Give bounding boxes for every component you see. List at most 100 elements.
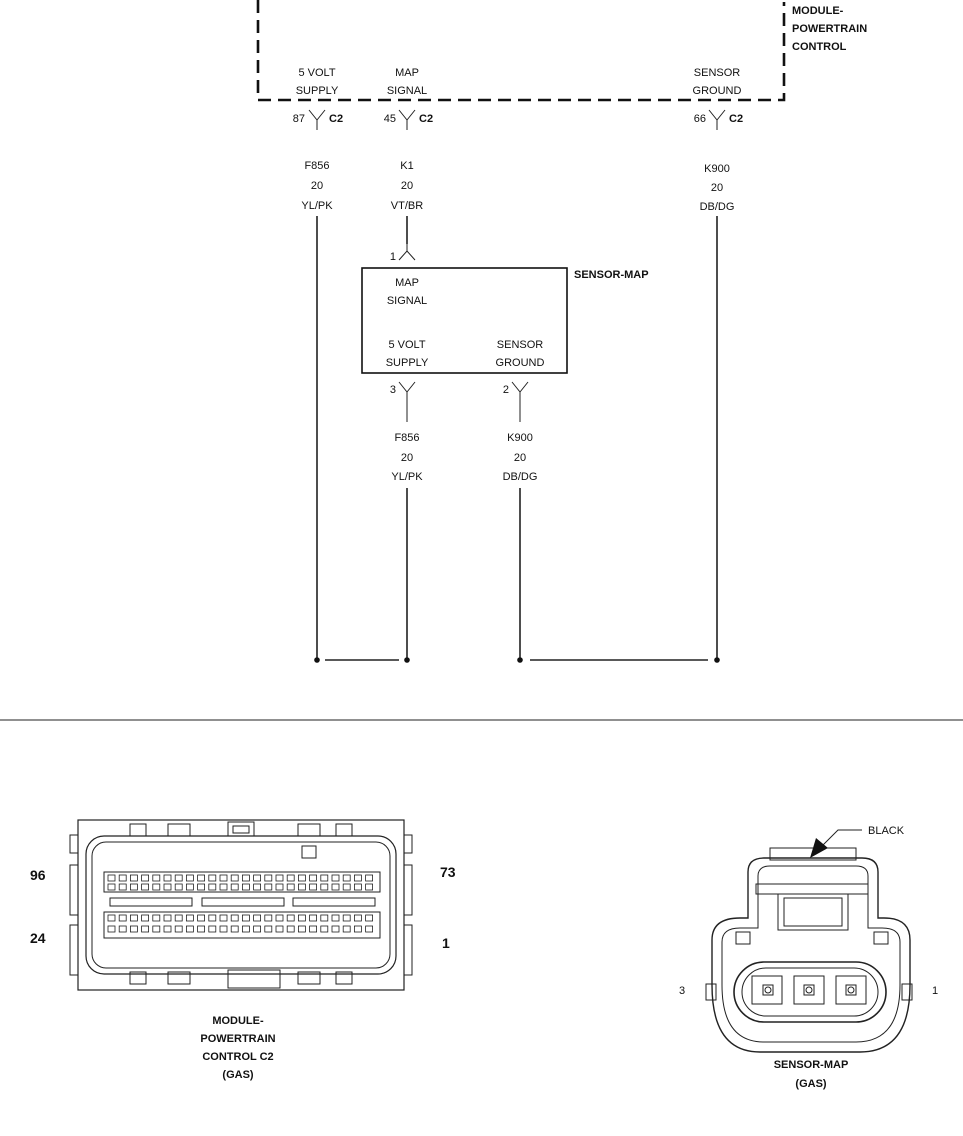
splice-dot (517, 657, 523, 663)
wire-k1-gauge: 20 (401, 180, 413, 192)
pcm-terminal-cavity (353, 874, 362, 882)
sensor-supply-label-1: 5 VOLT (388, 339, 425, 351)
pcm-terminal-cavity (264, 883, 273, 891)
sensor-wire-f856-gauge: 20 (401, 452, 413, 464)
map-connector-view (705, 847, 913, 1053)
pcm-terminal-cavity (353, 914, 362, 922)
pcm-terminal-cavity (365, 883, 374, 891)
sensor-ground-label-2: GROUND (496, 357, 545, 369)
wire-f856-color: YL/PK (301, 200, 333, 212)
pcm-pin-87-number: 87 (293, 113, 305, 125)
pcm-terminal-cavity (297, 914, 306, 922)
pcm-terminal-cavity (286, 925, 295, 933)
pcm-terminal-cavity (163, 925, 172, 933)
pcm-terminal-cavity (174, 883, 183, 891)
pcm-terminal-cavity (107, 874, 116, 882)
pcm-terminal-cavity (241, 925, 250, 933)
sensor-pin-1-number: 1 (390, 251, 396, 263)
pcm-terminal-cavity (129, 874, 138, 882)
pcm-terminal-cavity (208, 914, 217, 922)
pcm-terminal-cavity (253, 874, 262, 882)
pcm-pin-label-ground-2: GROUND (693, 85, 742, 97)
pcm-terminal-cavity (197, 883, 206, 891)
map-connector-color-label: BLACK (868, 825, 905, 837)
pcm-terminal-cavity (129, 883, 138, 891)
pcm-module-outline (256, 0, 786, 102)
pcm-terminal-cavity (331, 914, 340, 922)
pcm-terminal-cavity (309, 874, 318, 882)
pcm-pin-66-number: 66 (694, 113, 706, 125)
pcm-terminal-cavity (230, 914, 239, 922)
pcm-terminal-cavity (163, 914, 172, 922)
sensor-pin-3-number: 3 (390, 384, 396, 396)
pcm-pin-label-signal-1: MAP (395, 67, 419, 79)
pcm-terminal-cavity (197, 925, 206, 933)
pcm-terminal-cavity (320, 883, 329, 891)
pcm-pin-45-number: 45 (384, 113, 396, 125)
pcm-terminal-cavity (253, 914, 262, 922)
pcm-terminal-cavity (342, 883, 351, 891)
pcm-pin-label-ground-1: SENSOR (694, 67, 741, 79)
pcm-terminal-cavity (185, 874, 194, 882)
pcm-terminal-cavity (297, 883, 306, 891)
pcm-terminal-cavity (219, 874, 228, 882)
pcm-terminal-cavity (309, 914, 318, 922)
pcm-terminal-cavity (320, 925, 329, 933)
pcm-terminal-cavity (241, 874, 250, 882)
pcm-terminal-cavity (331, 925, 340, 933)
pcm-c2-caption-2: POWERTRAIN (200, 1033, 275, 1045)
pcm-pin-label-signal-2: SIGNAL (387, 85, 427, 97)
pcm-terminal-cavity (118, 883, 127, 891)
pcm-c2-pin-24: 24 (30, 930, 46, 946)
pcm-c2-caption-1: MODULE- (212, 1015, 264, 1027)
pcm-terminal-cavity (107, 925, 116, 933)
pcm-terminal-cavity (118, 874, 127, 882)
pcm-terminal-cavity (208, 874, 217, 882)
pcm-terminal-cavity (197, 914, 206, 922)
pcm-terminal-cavity (365, 874, 374, 882)
pcm-terminal-cavity (286, 914, 295, 922)
pcm-title-line-3: CONTROL (792, 41, 847, 53)
wire-k900-circuit: K900 (704, 163, 730, 175)
sensor-wire-k900-gauge: 20 (514, 452, 526, 464)
sensor-wire-k900-circuit: K900 (507, 432, 533, 444)
pcm-terminal-cavity (152, 914, 161, 922)
sensor-supply-label-2: SUPPLY (386, 357, 429, 369)
wire-k1-color: VT/BR (391, 200, 423, 212)
pcm-terminal-cavity (129, 914, 138, 922)
pcm-pin-66: 66 C2 (694, 109, 743, 130)
pcm-terminal-cavity (185, 914, 194, 922)
sensor-wire-f856-circuit: F856 (394, 432, 419, 444)
pcm-terminal-cavity (309, 883, 318, 891)
sensor-pin-1: 1 (390, 244, 416, 263)
pcm-terminal-cavity (253, 883, 262, 891)
pcm-terminal-cavity (331, 883, 340, 891)
pcm-c2-pin-73: 73 (440, 864, 456, 880)
sensor-pin-3: 3 (390, 381, 416, 422)
pcm-pin-label-supply-1: 5 VOLT (298, 67, 335, 79)
pcm-pin-66-connector: C2 (729, 113, 743, 125)
pcm-terminal-cavity (275, 874, 284, 882)
pcm-terminal-cavity (353, 925, 362, 933)
pcm-c2-connector-view (69, 819, 413, 991)
map-connector-pin-3: 3 (679, 985, 685, 997)
map-connector-caption-1: SENSOR-MAP (774, 1059, 849, 1071)
pcm-title-line-1: MODULE- (792, 5, 844, 17)
splice-dot (714, 657, 720, 663)
sensor-map-box (361, 267, 568, 374)
wire-f856-circuit: F856 (304, 160, 329, 172)
pcm-pin-label-supply-2: SUPPLY (296, 85, 339, 97)
pcm-terminal-cavity (241, 914, 250, 922)
pcm-terminal-cavity (197, 874, 206, 882)
pcm-terminal-cavity (342, 914, 351, 922)
pcm-pin-45-connector: C2 (419, 113, 433, 125)
pcm-terminal-cavity (219, 914, 228, 922)
map-connector-caption-2: (GAS) (795, 1078, 827, 1090)
pcm-terminal-cavity (353, 883, 362, 891)
pcm-terminal-cavity (141, 914, 150, 922)
sensor-signal-label-2: SIGNAL (387, 295, 427, 307)
splice-dot (314, 657, 320, 663)
pcm-terminal-cavity (141, 883, 150, 891)
pcm-terminal-cavity (174, 874, 183, 882)
